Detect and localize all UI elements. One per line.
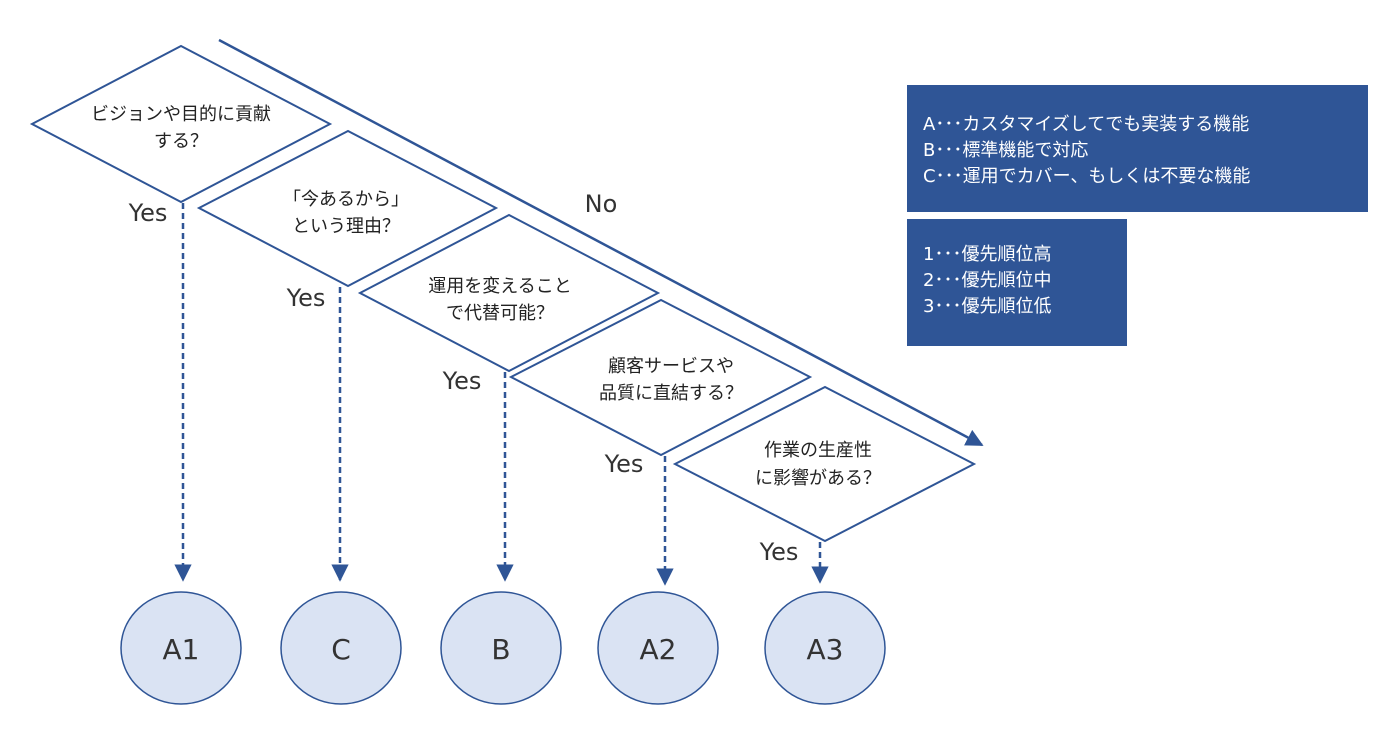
yes-label-1: Yes (128, 199, 168, 227)
legend-priority-1: 1･･･優先順位高 (923, 244, 1052, 265)
decision-5: 作業の生産性 に影響がある？ (672, 385, 977, 543)
result-c: C (280, 591, 402, 705)
decision-2-line1: 「今あるから」 (283, 189, 409, 210)
decision-3-line2: で代替可能？ (446, 303, 554, 324)
decision-5-line2: に影響がある？ (755, 468, 881, 489)
decision-2: 「今あるから」 という理由？ (196, 129, 499, 288)
yes-label-2: Yes (286, 284, 326, 312)
decision-3-line1: 運用を変えること (428, 276, 571, 297)
legend-priority-2: 2･･･優先順位中 (923, 270, 1052, 291)
decision-1-line1: ビジョンや目的に貢献 (91, 104, 271, 125)
legend-classification-a: A･･･カスタマイズしてでも実装する機能 (923, 114, 1250, 135)
result-b: B (440, 591, 562, 705)
decision-2-line2: という理由？ (292, 216, 400, 237)
yes-label-4: Yes (604, 450, 644, 478)
legend-priority: 1･･･優先順位高 2･･･優先順位中 3･･･優先順位低 (907, 219, 1127, 346)
decision-1-line2: する？ (154, 131, 208, 152)
decision-1: ビジョンや目的に貢献 する？ (29, 44, 333, 204)
decision-5-line1: 作業の生産性 (764, 440, 872, 461)
result-a2: A2 (597, 591, 719, 705)
yes-label-5: Yes (759, 538, 799, 566)
result-c-label: C (331, 633, 351, 666)
result-a3: A3 (764, 591, 886, 705)
yes-label-3: Yes (442, 367, 482, 395)
legend-classification: A･･･カスタマイズしてでも実装する機能 B･･･標準機能で対応 C･･･運用で… (907, 85, 1368, 212)
decision-4-line2: 品質に直結する？ (599, 383, 743, 404)
legend-priority-3: 3･･･優先順位低 (923, 296, 1052, 317)
result-a2-label: A2 (640, 633, 677, 666)
result-a1: A1 (120, 591, 242, 705)
decision-3: 運用を変えること で代替可能？ (357, 213, 661, 373)
legend-classification-c: C･･･運用でカバー、もしくは不要な機能 (923, 166, 1251, 187)
legend-classification-b: B･･･標準機能で対応 (923, 140, 1089, 161)
decision-4-line1: 顧客サービスや (608, 356, 734, 377)
result-b-label: B (491, 633, 510, 666)
result-a3-label: A3 (807, 633, 844, 666)
decision-4: 顧客サービスや 品質に直結する？ (508, 298, 813, 457)
result-a1-label: A1 (163, 633, 200, 666)
no-arrow (218, 38, 984, 447)
no-label: No (585, 190, 618, 218)
